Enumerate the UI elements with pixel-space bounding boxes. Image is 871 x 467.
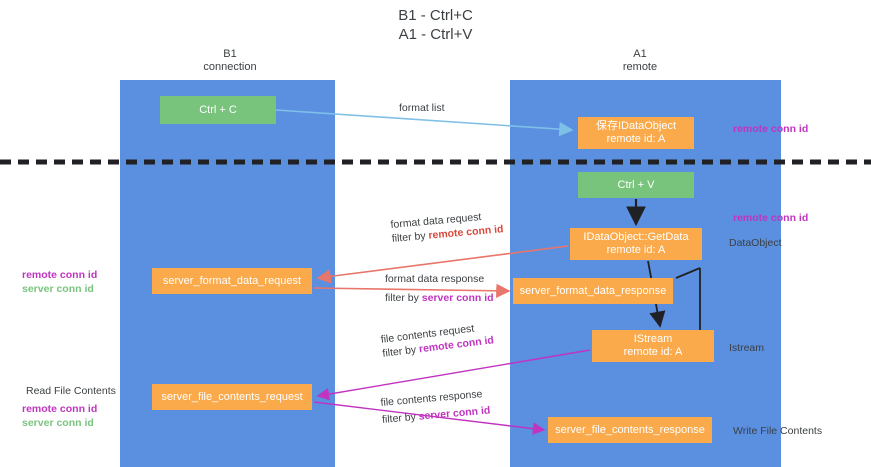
- annotation-write-file-contents: Write File Contents: [733, 424, 822, 438]
- annotation-left-conn-ids: remote conn id server conn id: [22, 268, 97, 296]
- edge-label-fcr-filter-prefix: filter by: [381, 343, 420, 360]
- annotation-write-file-contents-text: Write File Contents: [733, 425, 823, 437]
- title-line-1: B1 - Ctrl+C: [398, 7, 473, 24]
- node-server-format-data-request-label: server_format_data_request: [162, 274, 302, 287]
- lane-b1-name: B1: [223, 48, 237, 60]
- node-istream-line2: remote id: A: [623, 346, 683, 358]
- node-getdata-line1: IDataObject::GetData: [583, 231, 689, 243]
- node-save-dataobject-line2: remote id: A: [606, 133, 666, 145]
- edge-label-fdresp-filter-prefix: filter by: [385, 292, 422, 304]
- node-save-dataobject-line1: 保存IDataObject: [595, 120, 677, 132]
- lane-header-b1: B1 connection: [150, 48, 310, 74]
- annotation-istream-text: Istream: [729, 342, 765, 354]
- node-istream-line1: IStream: [633, 333, 673, 345]
- node-save-dataobject[interactable]: 保存IDataObject remote id: A: [578, 117, 694, 149]
- annotation-read-file-contents: Read File Contents: [26, 384, 116, 398]
- annotation-remote-conn-id-mid: remote conn id: [733, 211, 808, 225]
- annotation-dataobject-text: DataObject: [729, 237, 782, 249]
- annotation-left-conn-ids-2: remote conn id server conn id: [22, 402, 97, 430]
- node-server-file-contents-request-label: server_file_contents_request: [161, 390, 303, 403]
- edge-label-format-data-response-text: format data response: [385, 273, 485, 285]
- edge-label-format-list: format list: [399, 101, 445, 115]
- lane-header-a1: A1 remote: [560, 48, 720, 74]
- node-server-file-contents-request[interactable]: server_file_contents_request: [152, 384, 312, 410]
- node-server-file-contents-response[interactable]: server_file_contents_response: [548, 417, 712, 443]
- title-line-2: A1 - Ctrl+V: [398, 26, 473, 43]
- edge-label-format-data-response: format data response filter by server co…: [385, 272, 494, 305]
- node-server-format-data-request[interactable]: server_format_data_request: [152, 268, 312, 294]
- edge-label-fcresp-filter-prefix: filter by: [381, 410, 420, 426]
- lane-a1-name: A1: [633, 48, 647, 60]
- annotation-left-server-conn-id: server conn id: [22, 283, 94, 295]
- annotation-remote-conn-id-top: remote conn id: [733, 122, 808, 136]
- edge-label-file-contents-request: file contents request filter by remote c…: [380, 319, 495, 360]
- edge-label-format-data-request: format data request filter by remote con…: [390, 208, 504, 246]
- lane-b1-sub: connection: [203, 61, 257, 73]
- annotation-read-file-contents-text: Read File Contents: [26, 385, 116, 397]
- node-istream[interactable]: IStream remote id: A: [592, 330, 714, 362]
- node-server-file-contents-response-label: server_file_contents_response: [555, 423, 705, 436]
- diagram-title: B1 - Ctrl+C A1 - Ctrl+V: [0, 6, 871, 44]
- edge-label-file-contents-response: file contents response filter by server …: [380, 387, 491, 427]
- edge-label-fdresp-filter-key: server conn id: [421, 292, 494, 304]
- annotation-left-server-conn-id-2: server conn id: [22, 417, 94, 429]
- annotation-left-remote-conn-id-2: remote conn id: [22, 403, 98, 415]
- node-ctrl-v[interactable]: Ctrl + V: [578, 172, 694, 198]
- annotation-dataobject: DataObject: [729, 236, 782, 250]
- node-getdata[interactable]: IDataObject::GetData remote id: A: [570, 228, 702, 260]
- node-ctrl-c[interactable]: Ctrl + C: [160, 96, 276, 124]
- annotation-remote-conn-id-mid-text: remote conn id: [733, 212, 809, 224]
- node-server-format-data-response[interactable]: server_format_data_response: [513, 278, 673, 304]
- edge-label-fdr-filter-prefix: filter by: [391, 229, 429, 245]
- annotation-istream: Istream: [729, 341, 764, 355]
- node-server-format-data-response-label: server_format_data_response: [519, 284, 667, 297]
- edge-label-fcresp-filter-key: server conn id: [418, 404, 491, 423]
- node-ctrl-c-label: Ctrl + C: [199, 103, 237, 116]
- annotation-left-remote-conn-id: remote conn id: [22, 269, 98, 281]
- edge-label-format-list-text: format list: [399, 102, 445, 114]
- node-getdata-line2: remote id: A: [606, 244, 666, 256]
- lane-a1-sub: remote: [622, 61, 658, 73]
- node-ctrl-v-label: Ctrl + V: [617, 178, 655, 191]
- annotation-remote-conn-id-top-text: remote conn id: [733, 123, 809, 135]
